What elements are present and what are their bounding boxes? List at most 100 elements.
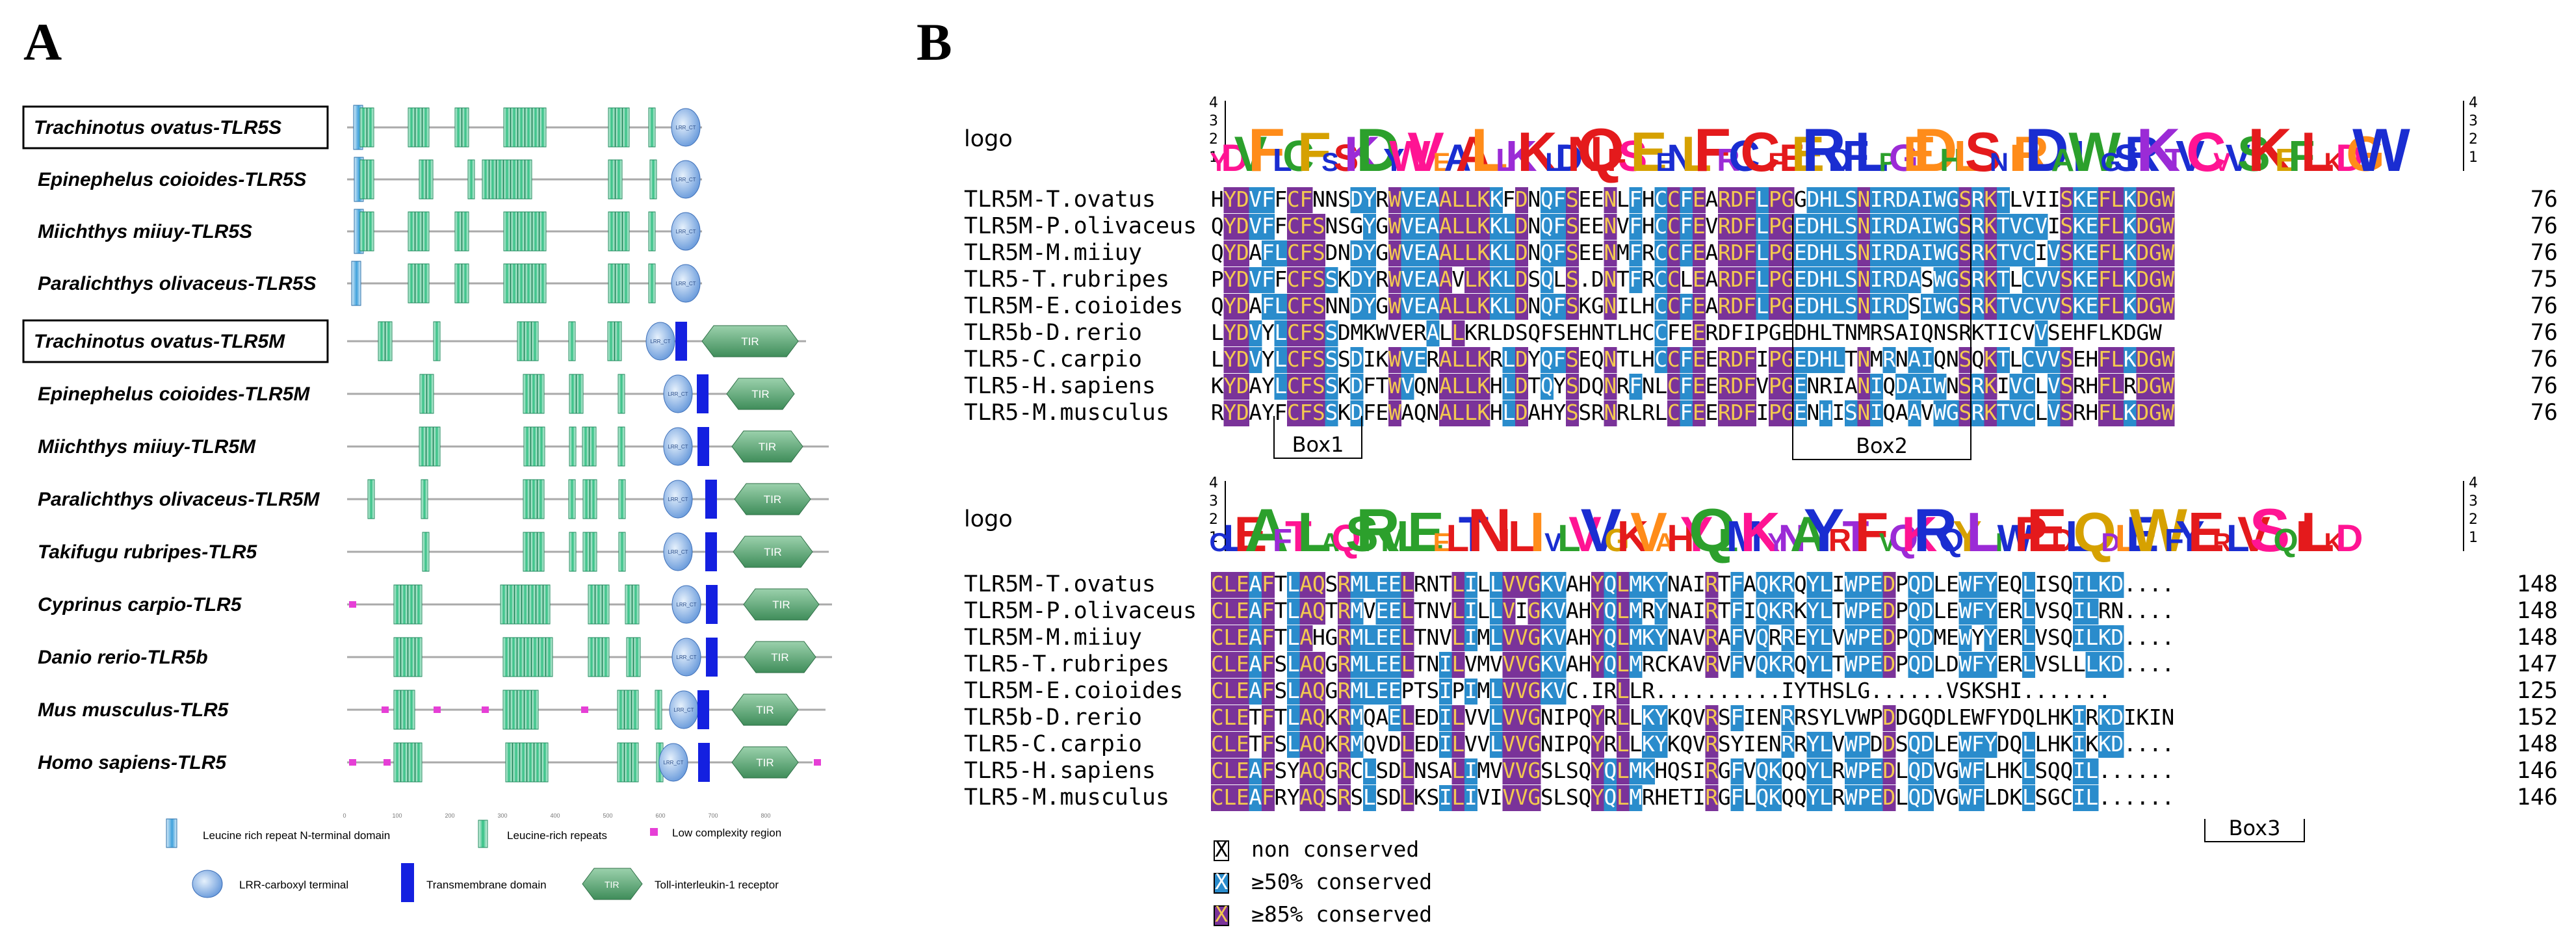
residue: N [1857,373,1870,398]
residue: Y [1223,187,1236,212]
residue: S [1312,213,1325,239]
residue: S [2048,320,2061,345]
residue: K [1375,346,1388,372]
residue: S [1528,266,1541,292]
logo-letter: S [1321,148,1339,177]
residue: E [1388,651,1401,677]
residue: P [1401,678,1414,703]
residue: N [1857,293,1870,318]
residue-shading [2060,187,2074,213]
residue: F [1743,240,1756,265]
residue: G [2136,320,2149,345]
residue: Y [1262,346,1275,372]
lrr-repeat [467,159,475,200]
residue: H [1819,400,1832,425]
residue: G [1325,678,1338,703]
residue: V [2035,598,2048,623]
residue: Y [1591,571,1604,597]
residue: L [1617,571,1630,597]
lrr-repeat [569,426,577,467]
residue: L [1617,625,1630,650]
residue-shading [1287,240,1300,266]
residue: K [2098,571,2111,597]
residue: F [1299,293,1312,318]
residue: R [1705,571,1718,597]
lrrct-domain [671,638,701,677]
residue-shading [1426,214,1440,240]
residue: S [1553,320,1566,345]
residue: K [1667,731,1680,757]
residue: F [1262,598,1275,623]
residue: K [1984,266,1997,292]
residue: L [1401,731,1414,757]
lrr-repeat [618,479,626,519]
scale-tick-label: 500 [603,812,612,819]
residue: K [1642,731,1655,757]
residue: L [1756,293,1769,318]
residue: K [1541,571,1554,597]
residue: R [1718,400,1731,425]
residue: F [1680,213,1693,239]
residue: L [2009,266,2022,292]
residue: V [2048,346,2061,372]
residue: L [1401,598,1414,623]
species-label: Miichthys miiuy-TLR5S [38,221,252,242]
residue: L [1363,784,1376,810]
residue: L [1451,400,1464,425]
residue: S [1806,705,1819,730]
residue: D [1895,213,1908,239]
residue: Q [1414,373,1427,398]
residue: T [1718,571,1731,597]
logo-letter: V [1407,122,1444,183]
lrr-repeat [614,321,622,361]
residue-shading [1984,187,1997,213]
lrr-repeat [359,211,367,252]
lrr-repeat [568,479,576,519]
residue: L [2022,625,2035,650]
residue-shading [1414,214,1427,240]
residue: S [1274,678,1287,703]
residue: M [1350,678,1363,703]
residue: E [1870,598,1883,623]
residue: G [1769,320,1782,345]
residue: R [1338,625,1351,650]
residue: A [1375,705,1388,730]
residue: G [1375,240,1388,265]
gap-dot: . [2085,678,2098,703]
residue: Y [1984,598,1997,623]
residue: I [1870,187,1883,212]
residue: G [2149,346,2162,372]
transmembrane-domain [706,638,718,677]
residue: A [1426,187,1439,212]
residue-shading [1490,240,1503,266]
residue: T [1274,625,1287,650]
residue: E [1794,213,1807,239]
logo-letter: P [1879,148,1897,177]
residue: L [1984,784,1997,810]
residue: L [1451,758,1464,783]
residue: I [1464,758,1477,783]
residue: L [1451,346,1464,372]
gap-dot: . [2149,784,2162,810]
residue: L [1401,705,1414,730]
residue-shading [1933,187,1947,213]
sequence-end-position: 76 [2530,346,2558,372]
residue: L [1439,320,1452,345]
residue: L [1654,400,1667,425]
residue: S [1680,758,1693,783]
lrr-repeat [648,107,656,148]
lrr-repeat [539,211,547,252]
panel-a-label: A [23,12,62,71]
residue: V [1401,266,1414,292]
logo-letter: E [1791,127,1825,182]
residue: H [1642,293,1655,318]
residue: F [1730,571,1743,597]
residue: T [1325,598,1338,623]
residue: I [2073,598,2086,623]
residue: M [1477,678,1490,703]
residue: E [1375,678,1388,703]
residue: R [1617,400,1630,425]
residue: S [2060,266,2073,292]
residue: C [1566,678,1579,703]
